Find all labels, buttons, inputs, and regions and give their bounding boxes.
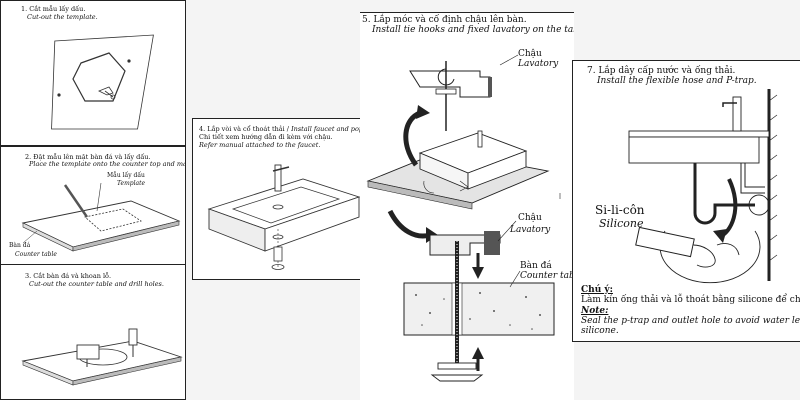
step7-drawing <box>628 89 778 284</box>
step7-note-vi: Làm kín ống thải và lỗ thoát bằng silico… <box>581 295 800 305</box>
step3-title: 3. Cắt bàn đá và khoan lỗ. <box>25 272 112 280</box>
panel-step-5: 5. Lắp móc và cố định chậu lên bàn. Inst… <box>360 12 574 400</box>
step5-counter-vi: Bàn đá <box>520 261 552 271</box>
panel-step-2: 2. Đặt mẫu lên mặt bàn đá và lấy dấu. Pl… <box>0 146 186 268</box>
step5-lavatory-vi-top: Chậu <box>518 49 542 59</box>
step2-title: 2. Đặt mẫu lên mặt bàn đá và lấy dấu. <box>25 153 151 161</box>
step5-drawing <box>366 54 561 382</box>
panel-step-1: 1. Cắt mẫu lấy dấu. Cut-out the template… <box>0 0 186 146</box>
step7-title: 7. Lắp dây cấp nước và ống thải. <box>587 66 736 76</box>
step1-subtitle: Cut-out the template. <box>27 13 98 21</box>
step5-subtitle: Install tie hooks and fixed lavatory on … <box>372 25 574 35</box>
step5-lavatory-en-bottom: Lavatory <box>510 225 551 235</box>
step7-note-vi-label: Chú ý: <box>581 285 613 295</box>
step2-template-label-vi: Mẫu lấy dấu <box>107 172 145 179</box>
step7-silicone-vi: Si-li-côn <box>595 203 645 217</box>
step7-note-en-label: Note: <box>581 306 609 316</box>
step4-note-en: Refer manual attached to the faucet. <box>199 141 321 149</box>
step2-template-label-en: Template <box>117 180 146 187</box>
step4-note-vi: Chi tiết xem hướng dẫn đi kèm với chậu. <box>199 133 333 141</box>
step7-note-en-2: silicone. <box>581 326 619 336</box>
step5-counter-en: Counter table <box>520 271 574 281</box>
panel-step-7: 7. Lắp dây cấp nước và ống thải. Install… <box>572 60 800 342</box>
panel-step-4: 4. Lắp vòi và cổ thoát thải / Install fa… <box>192 118 364 280</box>
step5-title: 5. Lắp móc và cố định chậu lên bàn. <box>362 15 527 25</box>
step1-drawing <box>51 34 154 130</box>
step7-silicone-en: Silicone <box>599 217 644 230</box>
step3-drawing <box>21 328 183 386</box>
step2-counter-label-en: Counter table <box>15 251 57 258</box>
step1-title: 1. Cắt mẫu lấy dấu. <box>21 5 86 13</box>
step7-note-en-1: Seal the p-trap and outlet hole to avoid… <box>581 316 800 326</box>
step2-drawing <box>21 182 181 252</box>
step2-counter-label-vi: Bàn đá <box>9 242 31 249</box>
step3-subtitle: Cut-out the counter table and drill hole… <box>29 280 164 288</box>
step5-lavatory-vi-bottom: Chậu <box>518 213 542 223</box>
step2-subtitle: Place the template onto the counter top … <box>29 160 186 168</box>
step4-title: 4. Lắp vòi và cổ thoát thải / Install fa… <box>199 125 364 133</box>
panel-step-3: 3. Cắt bàn đá và khoan lỗ. Cut-out the c… <box>0 264 186 400</box>
step5-lavatory-en-top: Lavatory <box>518 59 559 69</box>
step7-subtitle: Install the flexible hose and P-trap. <box>597 76 757 86</box>
step4-drawing <box>207 164 361 270</box>
